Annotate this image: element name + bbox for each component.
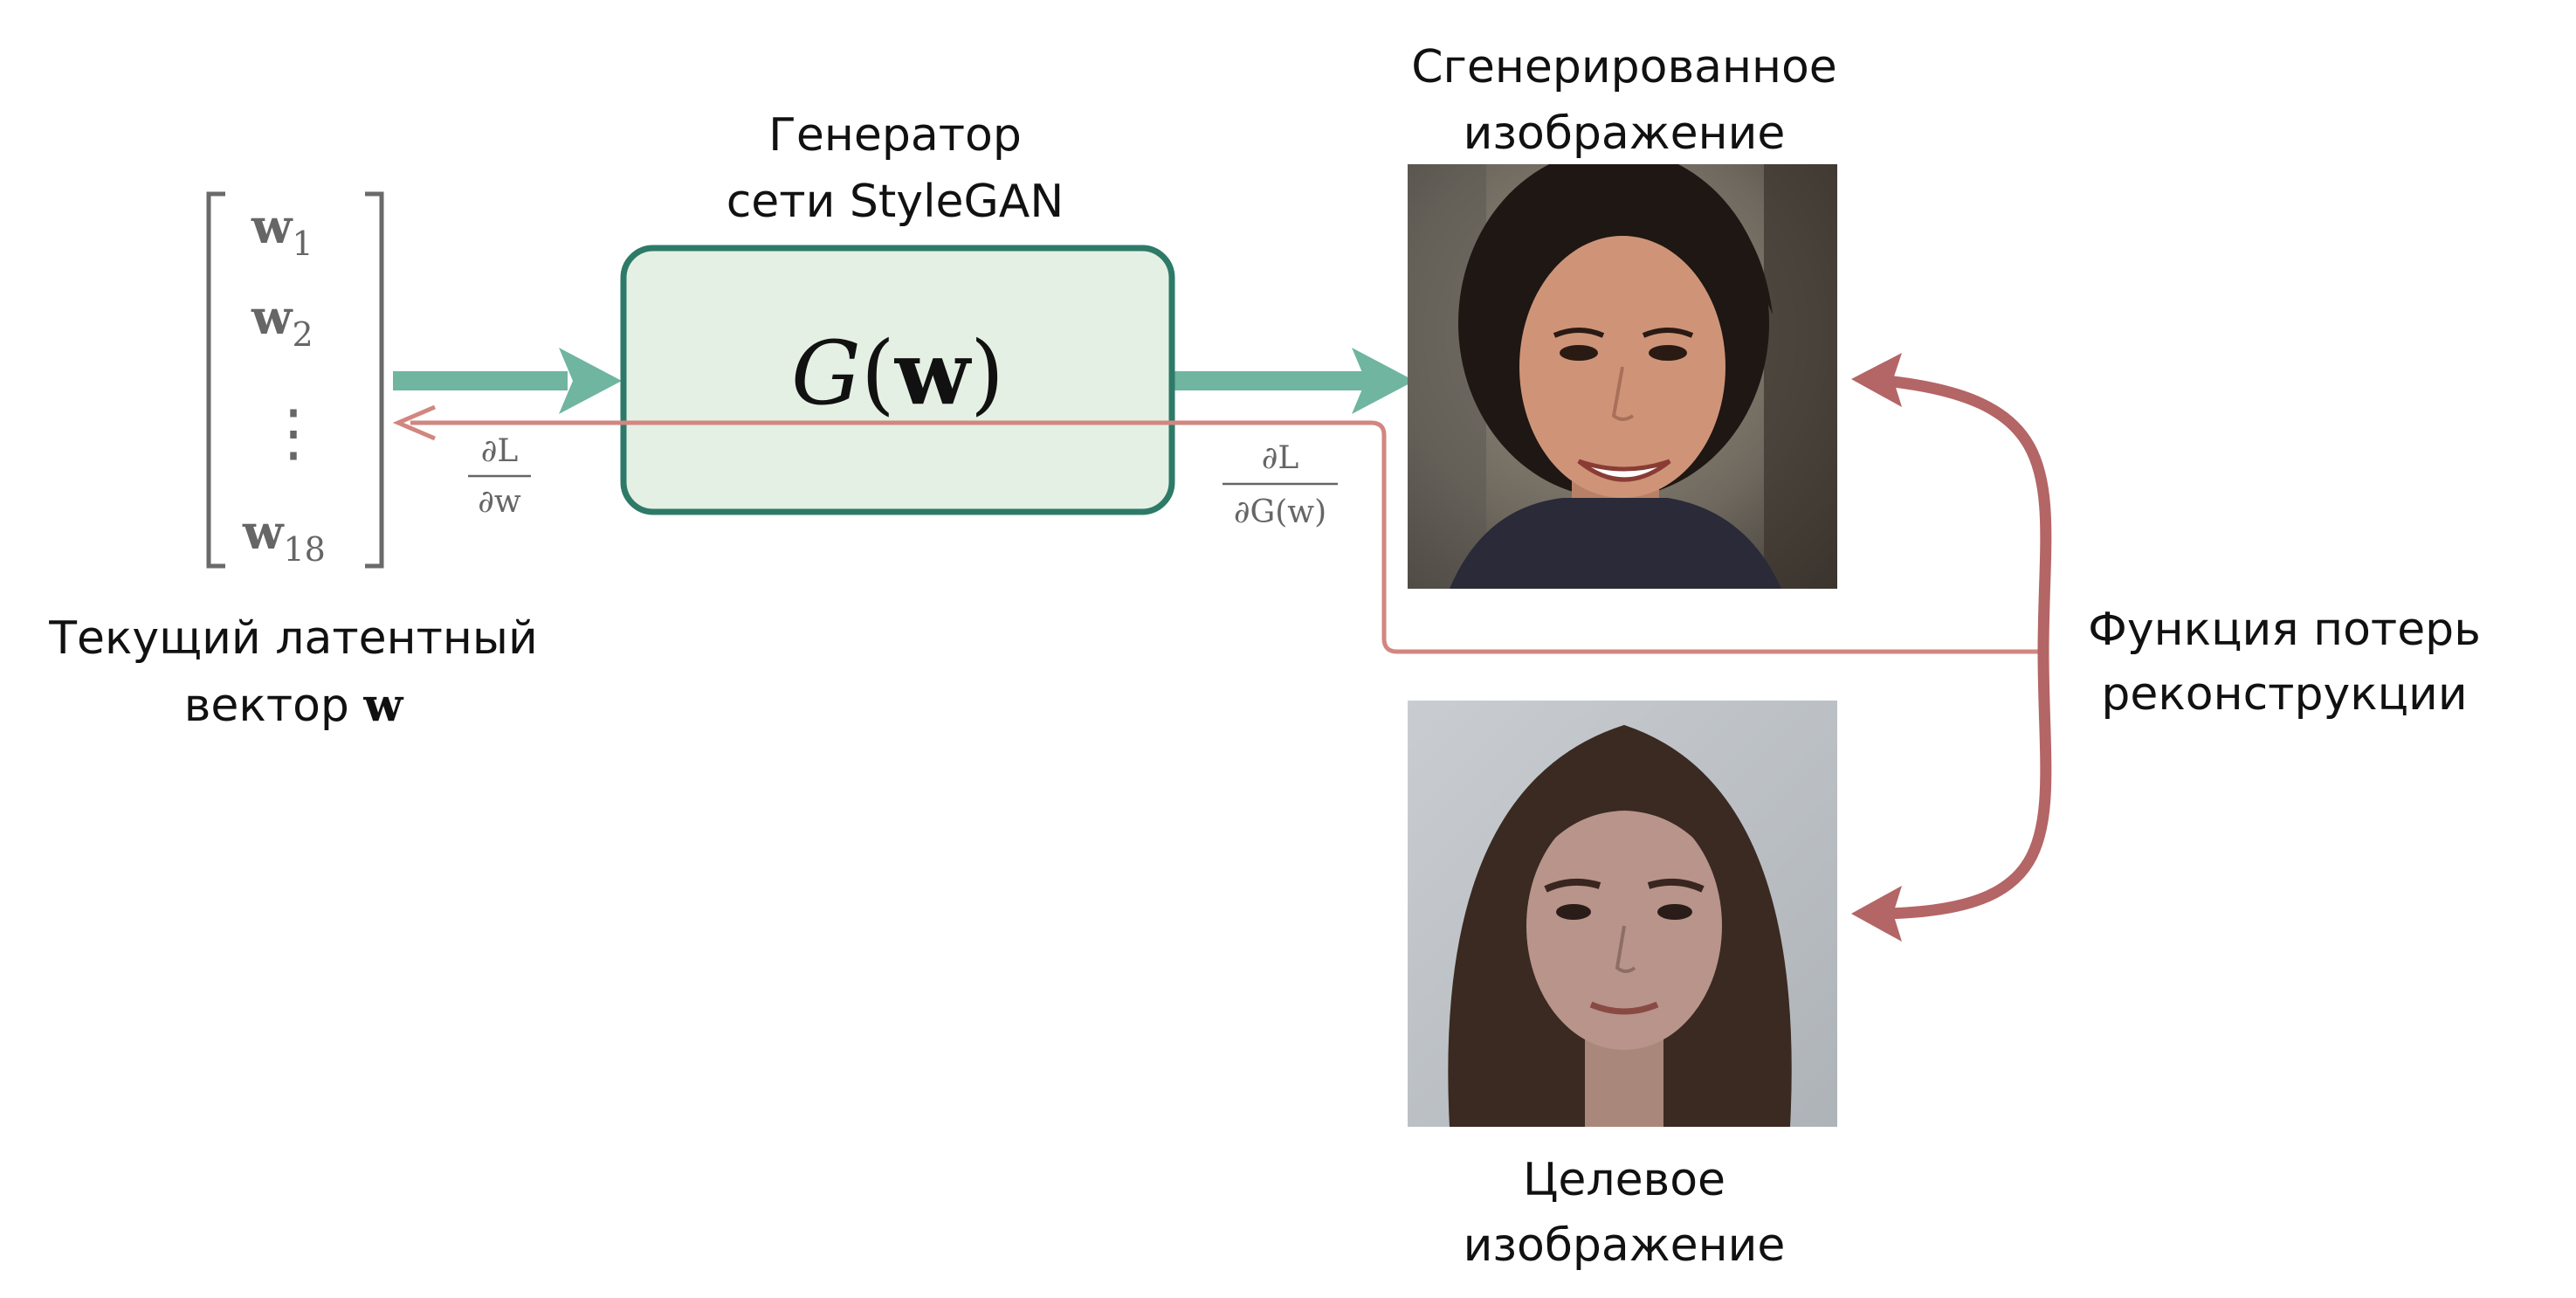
- generated-caption-line1: Сгенерированное: [1411, 41, 1837, 93]
- generator-function-label: G(w): [791, 321, 1004, 425]
- generated-image-block: Сгенерированное изображение: [1408, 41, 1837, 589]
- loss-arrowhead-top: [1851, 353, 1902, 407]
- generated-face-image: [1408, 164, 1837, 589]
- loss-arrowhead-bottom: [1851, 886, 1902, 942]
- generated-caption-line2: изображение: [1464, 107, 1786, 160]
- gradient-label-dL-dw: ∂L ∂w: [468, 433, 531, 520]
- generator-box: [620, 245, 1175, 515]
- target-image-block: Целевое изображение: [1408, 701, 1837, 1272]
- loss-arrow: Функция потерь реконструкции: [1851, 353, 2481, 942]
- latent-vector: w1 w2 ⋮ w18 Текущий латентный вектор w: [48, 191, 538, 732]
- gradient-arrowhead: [392, 404, 436, 441]
- target-caption-line2: изображение: [1464, 1219, 1786, 1272]
- forward-arrow-in: [393, 348, 622, 414]
- loss-arc: [1885, 375, 2052, 920]
- target-caption-line1: Целевое: [1523, 1154, 1725, 1206]
- vector-entry-w18: w18: [242, 504, 326, 569]
- left-bracket: [206, 191, 225, 569]
- svg-text:∂w: ∂w: [478, 484, 521, 520]
- right-bracket: [365, 191, 384, 569]
- loss-label-line2: реконструкции: [2101, 668, 2467, 721]
- loss-label-line1: Функция потерь: [2088, 604, 2481, 656]
- svg-text:∂L: ∂L: [481, 433, 519, 469]
- gradient-label-dL-dG: ∂L ∂G(w): [1223, 440, 1338, 530]
- vector-entry-w2: w2: [251, 289, 313, 354]
- target-face-image: [1408, 701, 1837, 1127]
- vector-entry-w1: w1: [251, 198, 313, 263]
- generator-title-line2: сети StyleGAN: [727, 176, 1064, 228]
- gradient-path: [392, 404, 2038, 654]
- generator-title-line1: Генератор: [768, 109, 1022, 162]
- gradient-line: [410, 420, 2038, 654]
- latent-caption-line2: вектор w: [184, 679, 404, 732]
- svg-text:∂L: ∂L: [1262, 440, 1299, 476]
- latent-caption-line1: Текущий латентный: [48, 612, 538, 665]
- vector-ellipsis: ⋮: [262, 396, 325, 469]
- forward-arrow-out: [1170, 348, 1415, 414]
- svg-text:∂G(w): ∂G(w): [1234, 494, 1326, 530]
- generator-block: Генератор сети StyleGAN G(w): [620, 109, 1175, 515]
